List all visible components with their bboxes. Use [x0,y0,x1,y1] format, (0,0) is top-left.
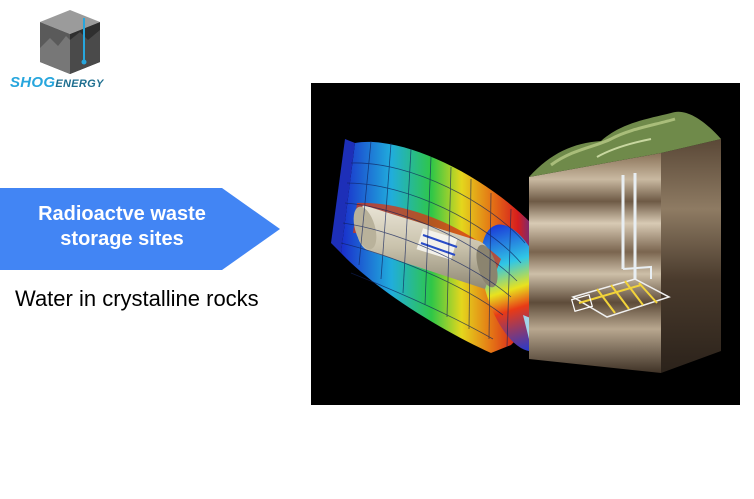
company-logo: SHOGENERGY [10,8,130,93]
logo-wordmark: SHOGENERGY [10,74,104,91]
arrow-shape-icon [0,188,280,270]
banner-title-line2: storage sites [60,228,184,250]
cube-logo-icon [40,10,100,74]
topic-arrow-banner: Radioactve waste storage sites [0,188,280,270]
logo-brand-secondary: ENERGY [55,78,104,90]
repository-illustration [311,83,740,405]
banner-title-line1: Radioactve waste [38,203,206,225]
geological-block [529,111,721,373]
repository-cross-section-illustration-icon [331,111,721,373]
logo-brand-primary: SHOG [10,74,56,91]
heat-cylinder [331,139,552,353]
subtitle-text: Water in crystalline rocks [15,286,259,311]
banner-title: Radioactve waste storage sites [0,202,244,252]
